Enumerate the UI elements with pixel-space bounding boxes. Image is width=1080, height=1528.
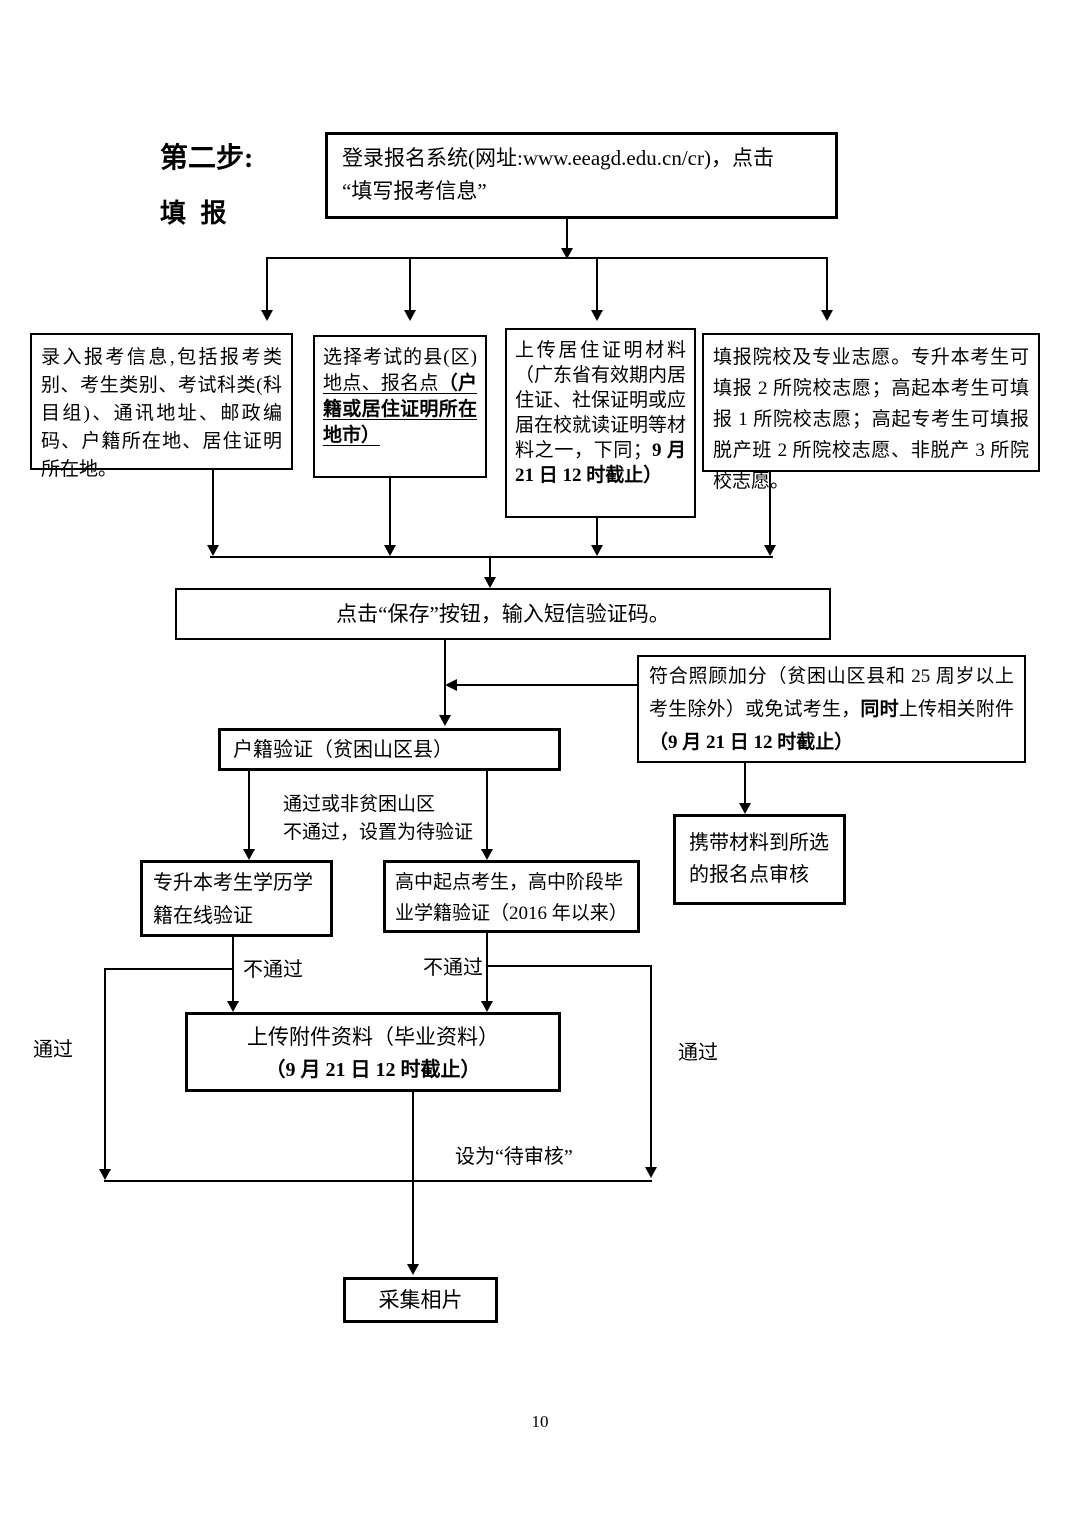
flow-line-drop-3 <box>596 259 598 310</box>
arrowhead-converge-2 <box>384 545 396 556</box>
flow-line-distributor <box>266 257 828 259</box>
flow-line-gz-down <box>486 933 488 1002</box>
label-fail-left: 不通过 <box>243 959 303 981</box>
upload-attachment-deadline: （9 月 21 日 12 时截止） <box>265 1059 481 1081</box>
arrowhead-bonus-left <box>445 679 457 691</box>
label-hukou-branch-1: 通过或非贫困山区 <box>283 794 436 815</box>
flow-line-attachment-down <box>412 1092 414 1265</box>
box-upload-attachment: 上传附件资料（毕业资料） （9 月 21 日 12 时截止） <box>185 1012 561 1092</box>
bonus-text-plain-1: 符合照顾加分（贫困山区县和 25 周岁以上考生除外）或免试考生， <box>649 666 1014 720</box>
flow-line-to-save <box>489 558 491 578</box>
flow-line-zsb-down <box>232 937 234 1002</box>
flow-line-drop-4 <box>826 259 828 310</box>
flow-line-save-down <box>444 640 446 715</box>
label-fail-right: 不通过 <box>423 957 483 979</box>
arrowhead-converge-1 <box>207 545 219 556</box>
flow-line-converge-horizontal <box>210 556 773 558</box>
flow-line-converge-2 <box>389 478 391 545</box>
label-pending-review: 设为“待审核” <box>455 1146 573 1168</box>
arrowhead-bonus-down <box>739 803 751 814</box>
arrowhead-hukou-right <box>481 849 493 860</box>
page-number: 10 <box>531 1412 549 1431</box>
flow-line-pass-right-horizontal <box>488 965 652 967</box>
bonus-text-bold-1: 同时 <box>860 699 899 720</box>
flow-line-pass-right-vertical <box>650 965 652 1167</box>
arrowhead-drop-4 <box>821 310 833 321</box>
arrowhead-drop-1 <box>261 310 273 321</box>
flow-line-pass-left-horizontal <box>104 968 233 970</box>
upload-residence-deadline: 9 月 21 日 12 时截止） <box>515 440 686 486</box>
arrowhead-zsb-fail <box>227 1001 239 1012</box>
flow-line-drop-1 <box>266 259 268 310</box>
flow-line-bonus-down <box>744 763 746 804</box>
flow-line-merge-horizontal <box>104 1180 652 1182</box>
flow-line-hukou-left <box>248 771 250 850</box>
box-carry-materials: 携带材料到所选 的报名点审核 <box>673 814 846 905</box>
step-subtitle: 填 报 <box>160 199 231 228</box>
label-hukou-branch-2: 不通过，设置为待验证 <box>283 822 474 843</box>
arrowhead-drop-3 <box>591 310 603 321</box>
box-collect-photo: 采集相片 <box>343 1277 498 1323</box>
flow-line-drop-2 <box>409 259 411 310</box>
arrowhead-login-down <box>561 248 573 259</box>
box-save-button-step: 点击“保存”按钮，输入短信验证码。 <box>175 588 831 640</box>
arrowhead-save-down <box>439 715 451 726</box>
bonus-deadline: （9 月 21 日 12 时截止） <box>649 732 854 753</box>
bonus-text-plain-2: 上传相关附件 <box>898 699 1014 720</box>
arrowhead-pass-right <box>645 1167 657 1178</box>
upload-attachment-line1: 上传附件资料（毕业资料） <box>247 1025 499 1049</box>
box-login-system: 登录报名系统(网址:www.eeagd.edu.cn/cr)，点击 “填写报考信… <box>325 132 838 219</box>
arrowhead-drop-2 <box>404 310 416 321</box>
flow-line-converge-4 <box>769 472 771 545</box>
label-pass-left: 通过 <box>33 1039 73 1061</box>
choose-site-text-underline: 地点、报名点 <box>323 373 439 394</box>
flow-line-converge-1 <box>212 470 214 545</box>
choose-site-text-bold-underline: （户籍或居住证明所在地市） <box>323 373 477 446</box>
arrowhead-hukou-left <box>243 849 255 860</box>
step-title: 第二步: <box>160 143 254 174</box>
box-hukou-verify: 户籍验证（贫困山区县） <box>218 728 561 771</box>
arrowhead-gz-fail <box>481 1001 493 1012</box>
flow-line-bonus-left <box>457 684 637 686</box>
arrowhead-to-photo <box>407 1264 419 1275</box>
flow-line-hukou-right <box>486 771 488 850</box>
flow-line-login-down <box>566 219 568 250</box>
box-enter-info: 录入报考信息,包括报考类别、考生类别、考试科类(科目组)、通讯地址、邮政编码、户… <box>30 333 293 480</box>
box-bonus-points: 符合照顾加分（贫困山区县和 25 周岁以上考生除外）或免试考生，同时上传相关附件… <box>637 655 1026 763</box>
flow-line-converge-3 <box>596 518 598 545</box>
label-pass-right: 通过 <box>678 1042 718 1064</box>
box-zsb-verify: 专升本考生学历学籍在线验证 <box>140 860 333 937</box>
arrowhead-to-save <box>484 577 496 588</box>
arrowhead-pass-left <box>99 1169 111 1180</box>
box-gz-verify: 高中起点考生，高中阶段毕业学籍验证（2016 年以来） <box>383 860 640 933</box>
choose-site-text-plain: 选择考试的县(区) <box>323 347 477 368</box>
box-upload-residence: 上传居住证明材料（广东省有效期内居住证、社保证明或应届在校就读证明等材料之一，下… <box>505 328 696 518</box>
flow-line-pass-left-vertical <box>104 968 106 1169</box>
arrowhead-converge-3 <box>591 545 603 556</box>
box-fill-volunteer: 填报院校及专业志愿。专升本考生可填报 2 所院校志愿；高起本考生可填报 1 所院… <box>702 333 1040 492</box>
upload-residence-text-plain: 上传居住证明材料（广东省有效期内居住证、社保证明或应届在校就读证明等材料之一，下… <box>515 340 687 461</box>
arrowhead-converge-4 <box>764 545 776 556</box>
box-choose-site: 选择考试的县(区) 地点、报名点（户籍或居住证明所在地市） <box>313 335 487 478</box>
